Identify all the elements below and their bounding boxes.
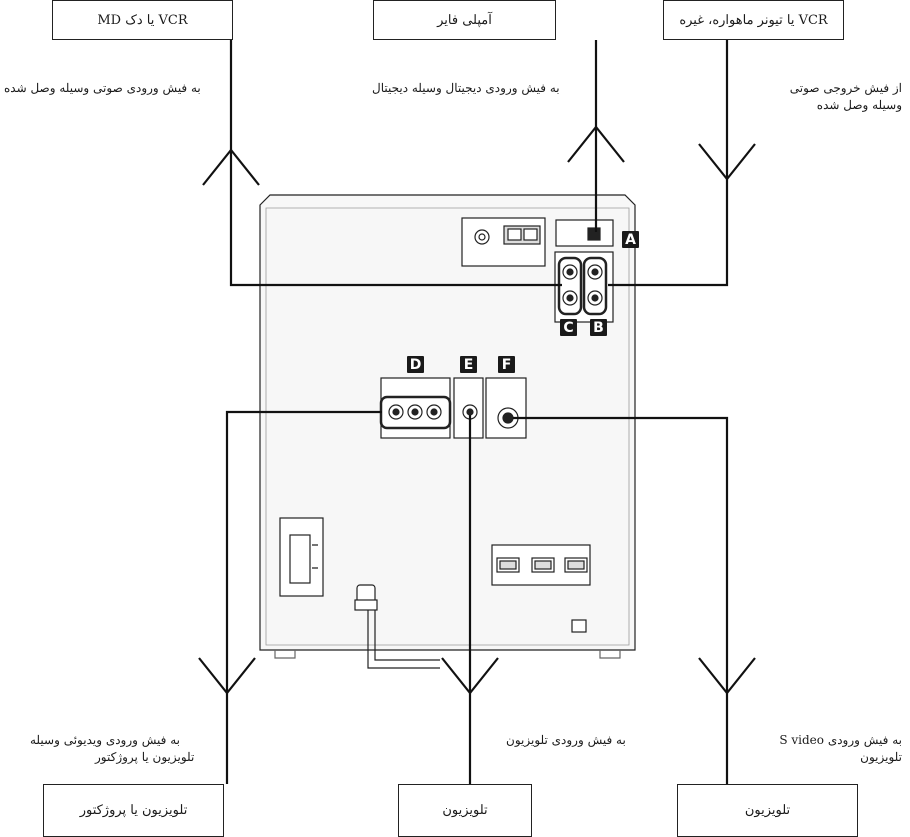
tag-d: D — [407, 356, 424, 373]
cable-component — [225, 410, 382, 784]
tag-f: F — [498, 356, 515, 373]
cable-s-video — [508, 416, 729, 784]
box-tv-center: تلویزیون — [398, 784, 532, 837]
caption-digital-input: به فیش ورودی دیجیتال وسیله دیجیتال — [372, 81, 560, 95]
arrow-up-left — [202, 148, 260, 186]
tag-e: E — [460, 356, 477, 373]
arrow-down-right — [698, 143, 756, 181]
cable-audio-out — [229, 40, 562, 287]
tag-b: B — [590, 319, 607, 336]
arrow-down-left — [198, 657, 256, 695]
box-amplifier: آمپلی فایر — [373, 0, 556, 40]
arrow-down-right-2 — [698, 657, 756, 695]
optical-jack-a — [587, 227, 601, 241]
caption-tv-input: به فیش ورودی تلویزیون — [506, 733, 626, 747]
tag-a: A — [622, 231, 639, 248]
box-vcr-md-deck: VCR یا دک MD — [52, 0, 233, 40]
caption-audio-output-line2: وسیله وصل شده — [816, 98, 902, 112]
cable-audio-in — [608, 40, 729, 287]
power-cord — [367, 600, 440, 669]
arrow-down-center — [441, 657, 499, 695]
arrow-up-center — [567, 125, 625, 163]
caption-video-input-line1: به فیش ورودی ویدیوئی وسیله — [30, 733, 180, 747]
box-tv-projector: تلویزیون یا پروژکتور — [43, 784, 224, 837]
box-tv-right: تلویزیون — [677, 784, 858, 837]
caption-video-input-line2: تلویزیون یا پروژکتور — [95, 750, 195, 764]
box-vcr-satellite: VCR یا تیونر ماهواره، غیره — [663, 0, 844, 40]
caption-s-video-line2: تلویزیون — [860, 750, 902, 764]
digital-out-panel — [555, 219, 614, 247]
caption-audio-input: به فیش ورودی صوتی وسیله وصل شده — [4, 81, 201, 95]
caption-audio-output-line1: از فیش خروجی صوتی — [789, 81, 902, 95]
tag-c: C — [560, 319, 577, 336]
caption-s-video-line1: به فیش ورودی S video — [779, 733, 902, 747]
